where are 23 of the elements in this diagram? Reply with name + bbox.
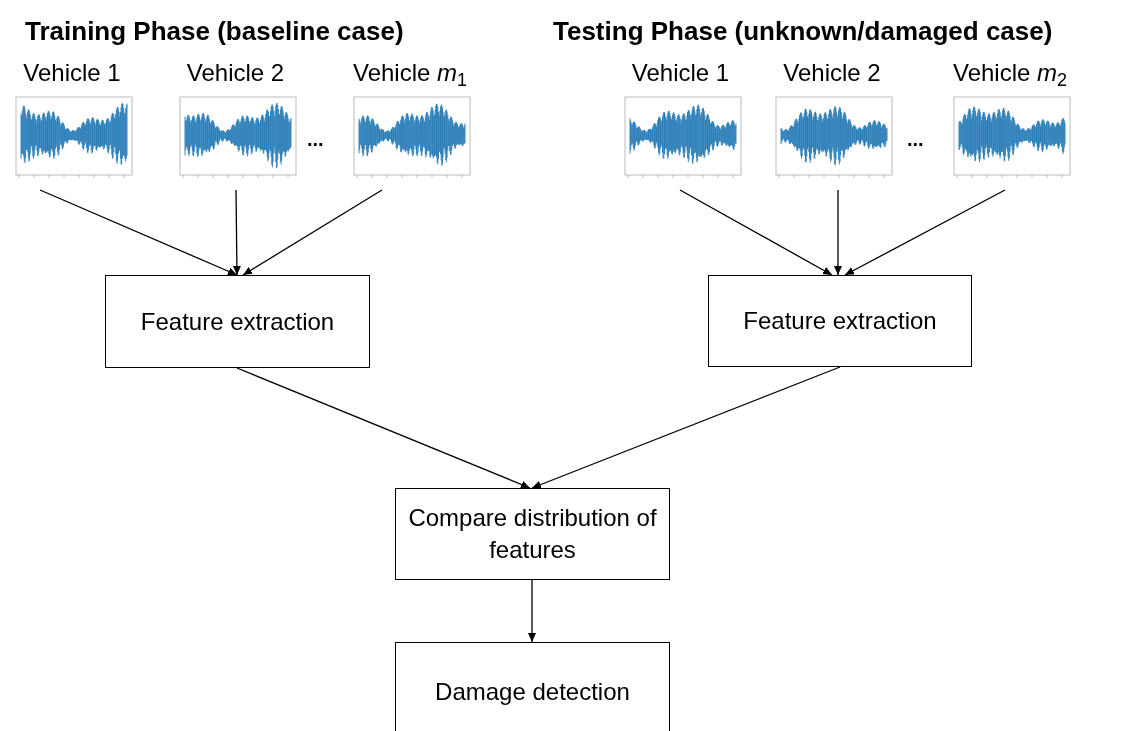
arrow (236, 367, 531, 489)
ellipsis-label: ... (307, 127, 324, 152)
arrow (679, 189, 833, 276)
vehicle-label: Vehicle 2 (783, 58, 881, 88)
arrow (844, 189, 1006, 276)
phase-heading: Training Phase (baseline case) (25, 15, 404, 48)
arrow (834, 189, 842, 276)
process-box: Damage detection (395, 642, 670, 731)
ellipsis-label: ... (907, 127, 924, 152)
process-box: Compare distribution of features (395, 488, 670, 580)
process-box: Feature extraction (105, 275, 370, 368)
arrow (232, 189, 241, 276)
arrow (242, 189, 383, 276)
vehicle-label: Vehicle m$_{1}$ (352, 58, 468, 88)
vehicle-label: Vehicle 1 (23, 58, 121, 88)
phase-heading: Testing Phase (unknown/damaged case) (553, 15, 1053, 48)
vehicle-label: Vehicle 2 (186, 58, 285, 88)
process-box: Feature extraction (708, 275, 972, 367)
arrow (39, 189, 238, 276)
arrow (531, 366, 841, 489)
vehicle-label: Vehicle 1 (631, 58, 730, 88)
arrow (528, 579, 536, 643)
vehicle-label: Vehicle m$_{2}$ (952, 58, 1068, 88)
